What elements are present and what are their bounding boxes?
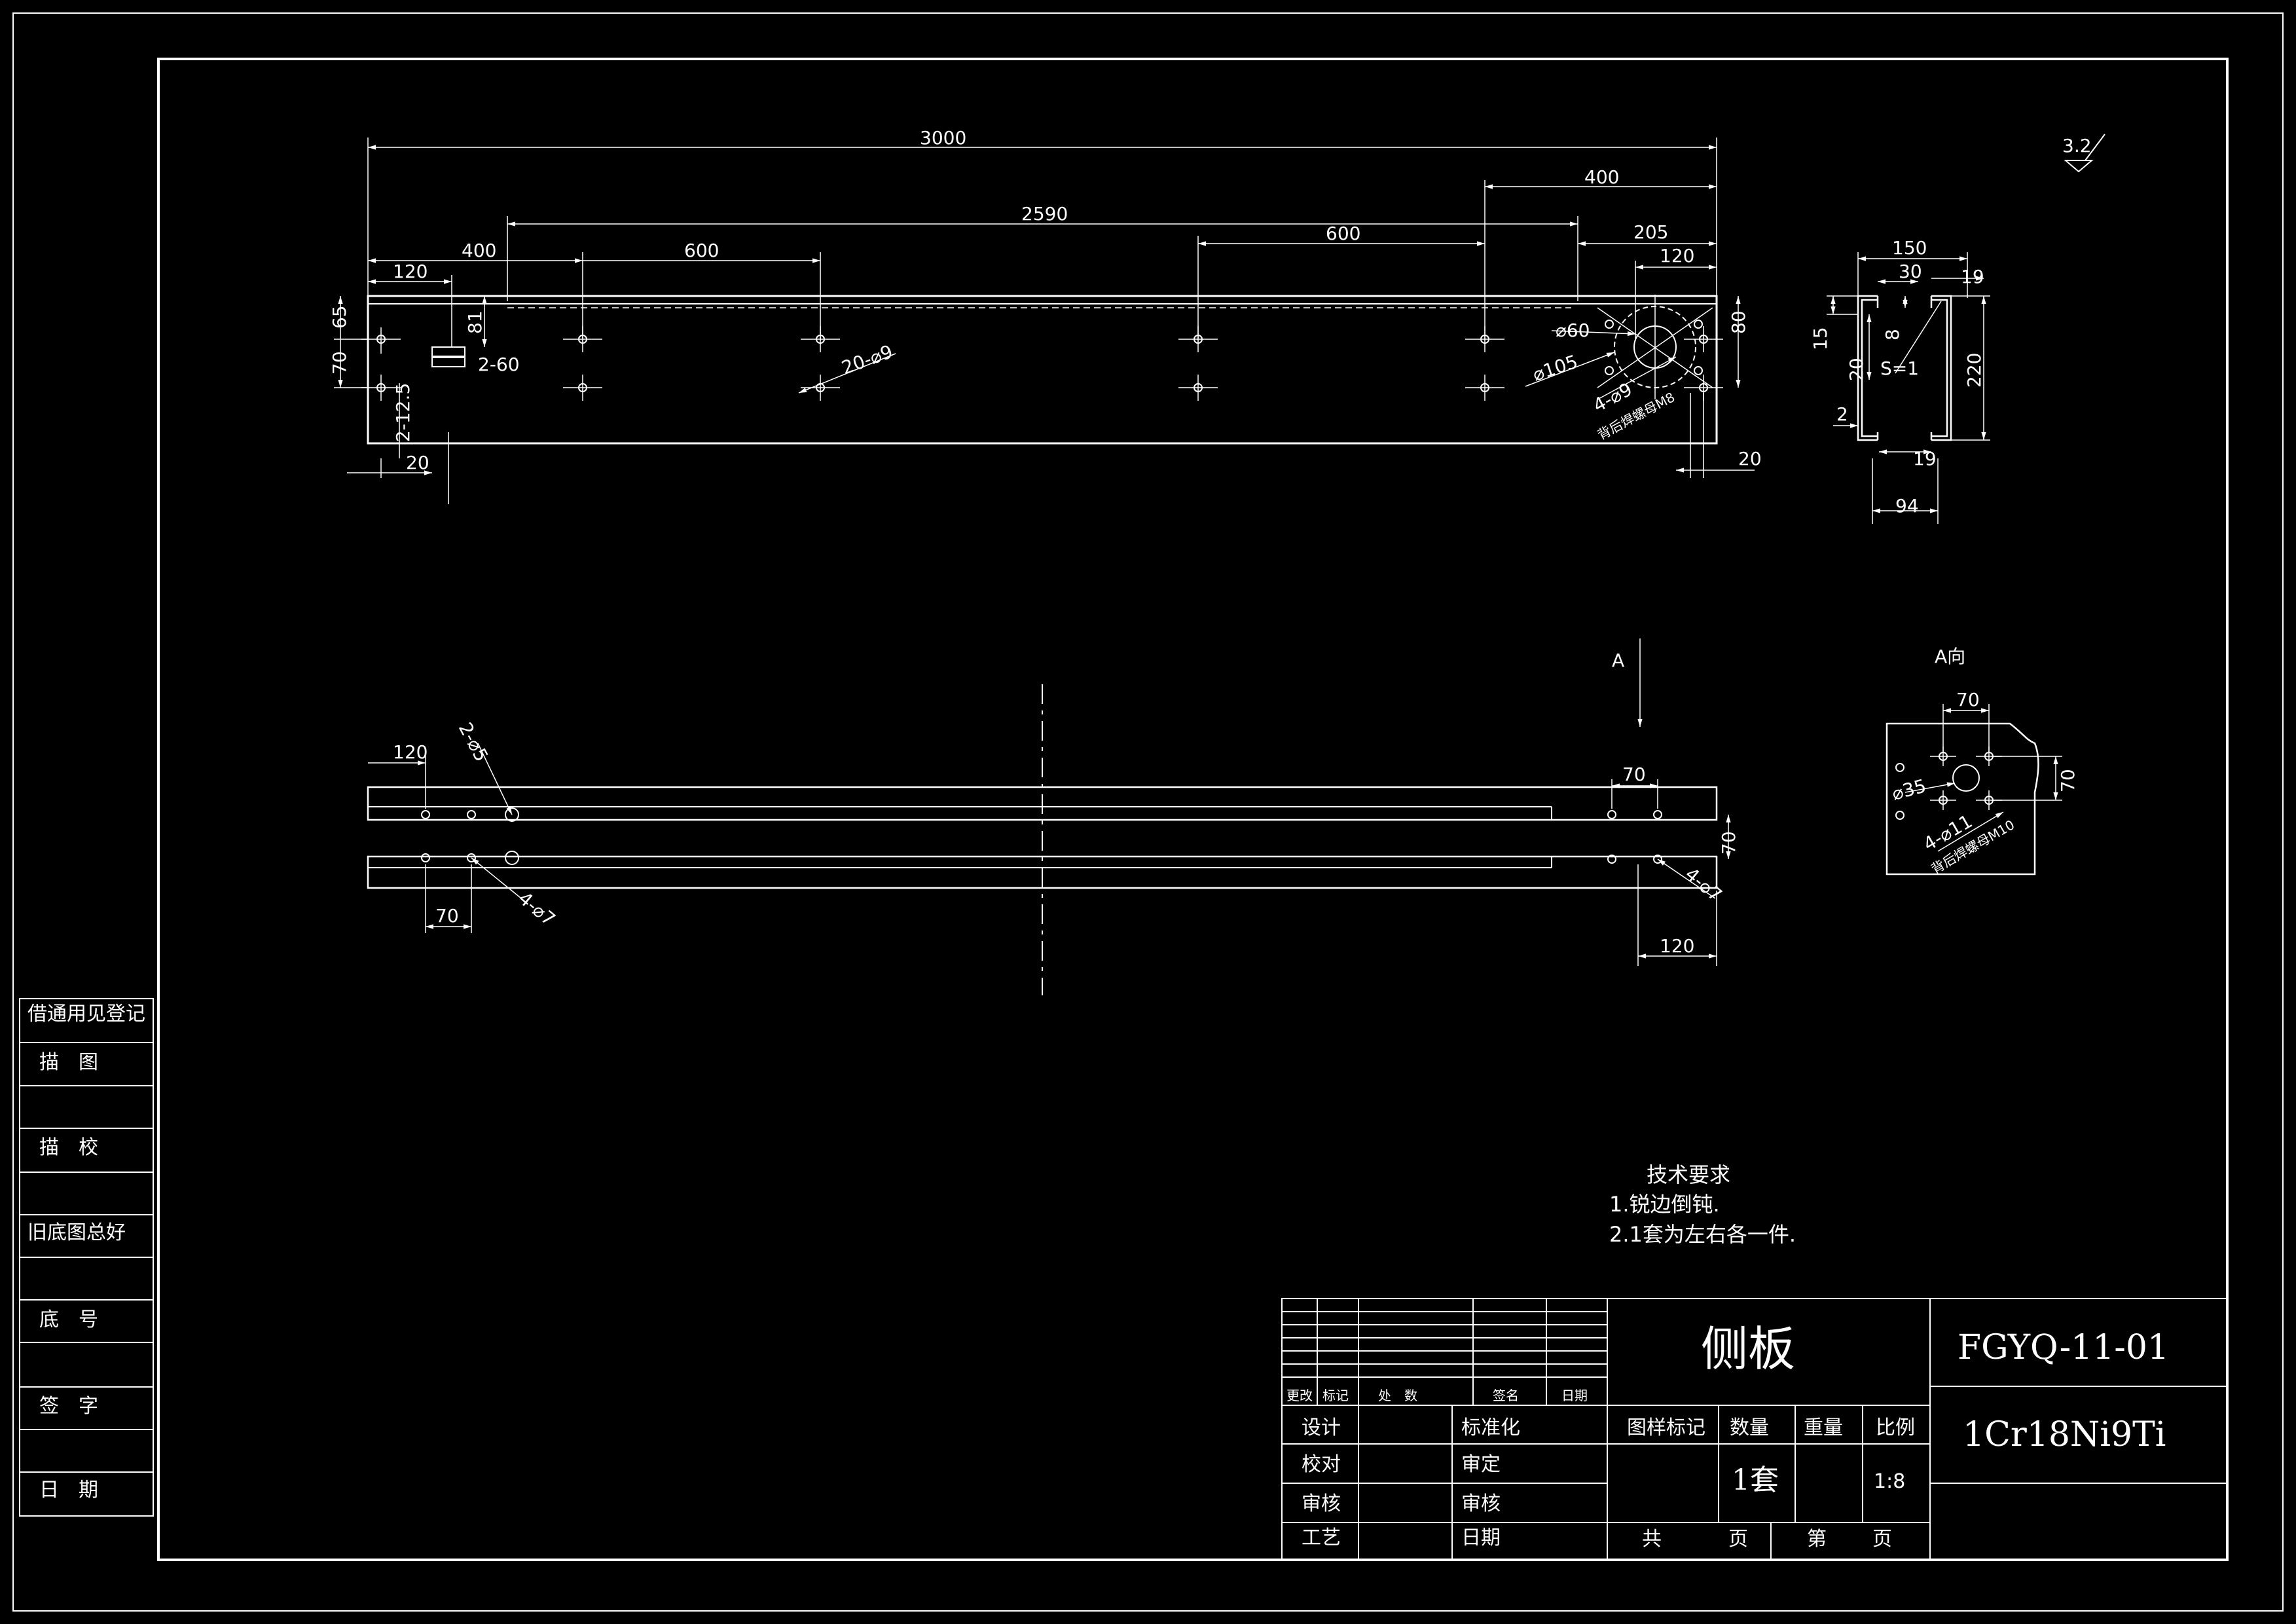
side-item-date: 日 期: [39, 1479, 98, 1502]
dim-600-right: 600: [1326, 223, 1360, 244]
side-item-borrow: 借通用见登记: [27, 1003, 145, 1025]
side-item-tracing: 描 图: [39, 1051, 98, 1074]
dim-80: 80: [1728, 310, 1749, 334]
lower-flange: [367, 855, 1718, 889]
tb-process: 工艺: [1302, 1526, 1341, 1549]
title-block: 更改 标记 处 数 签名 日期 设计 标准化 校对 审定 审核 审核 工艺 日期…: [1281, 1298, 2228, 1560]
tb-total-label: 共: [1642, 1528, 1662, 1551]
label-4-phi7-left: 4-⌀7: [515, 887, 560, 931]
dim-65: 65: [329, 305, 350, 329]
dim-120-left: 120: [393, 261, 428, 282]
dim-94: 94: [1895, 495, 1919, 517]
dim-2-60: 2-60: [478, 354, 520, 375]
label-4-phi7-right: 4-⌀7: [1681, 863, 1726, 906]
dim-70: 70: [329, 351, 350, 375]
dim-220: 220: [1963, 353, 1985, 388]
dim-70-a-top: 70: [1956, 689, 1980, 710]
tb-page-label-2: 页: [1872, 1528, 1892, 1551]
drawing-number: FGYQ-11-01: [1958, 1328, 2169, 1367]
tb-scale-value: 1:8: [1874, 1470, 1905, 1493]
tb-qty-value: 1套: [1732, 1464, 1779, 1497]
tb-qty-label: 数量: [1730, 1416, 1769, 1439]
outer-border: [12, 12, 2284, 1612]
dim-150: 150: [1892, 237, 1927, 259]
tech-req-item-2: 2.1套为左右各一件.: [1609, 1222, 1796, 1247]
view-arrow-a: A: [1612, 650, 1624, 671]
tech-req-heading: 技术要求: [1647, 1162, 1730, 1187]
rev-header-mark: 标记: [1322, 1388, 1349, 1403]
dim-70-bottom-right: 70: [1622, 764, 1646, 785]
side-item-old-base: 旧底图总好: [27, 1221, 126, 1244]
roughness-value: 3.2: [2062, 135, 2092, 157]
tb-standard: 标准化: [1461, 1416, 1520, 1439]
tb-date: 日期: [1461, 1526, 1501, 1549]
roughness-symbol: 3.2: [2062, 134, 2105, 173]
dim-120-bottom-right: 120: [1660, 935, 1694, 957]
dim-20-left: 20: [406, 452, 429, 473]
rev-header-change: 更改: [1286, 1388, 1313, 1403]
tb-review-2: 审核: [1461, 1492, 1501, 1515]
tb-review-1: 审核: [1302, 1492, 1341, 1515]
dim-120-bottom-left: 120: [393, 741, 428, 763]
dim-400-left: 400: [462, 240, 496, 261]
inner-border: [157, 58, 2229, 1561]
tb-approve: 审定: [1461, 1453, 1501, 1476]
side-plate-outline: [367, 295, 1718, 445]
a-view: A向 70 70 ⌀35 4-⌀11 背后焊螺母M10: [1886, 646, 2079, 877]
left-side-panel: 借通用见登记 描 图 描 校 旧底图总好 底 号 签 字 日 期: [19, 998, 154, 1517]
dim-8: 8: [1882, 329, 1903, 341]
label-2-phi5: 2-⌀5: [454, 719, 493, 766]
main-view: 3000 2590 400 400 600 600 205 120 120 65…: [329, 127, 1762, 504]
upper-flange: [367, 786, 1718, 821]
slot: [431, 346, 465, 357]
side-item-base-no: 底 号: [39, 1308, 98, 1331]
tb-page-label: 页: [1728, 1528, 1748, 1551]
label-phi60: ⌀60: [1556, 320, 1590, 341]
dim-2590: 2590: [1021, 203, 1068, 225]
rev-header-date: 日期: [1561, 1388, 1588, 1403]
tb-design: 设计: [1302, 1416, 1341, 1439]
tb-mark-label: 图样标记: [1627, 1416, 1705, 1439]
label-holes-20-phi9: 20-⌀9: [839, 341, 896, 379]
dim-2-12.5: 2-12.5: [392, 383, 414, 442]
tb-check: 校对: [1302, 1453, 1341, 1476]
dim-19-top: 19: [1961, 266, 1984, 287]
dim-120-right: 120: [1660, 245, 1694, 267]
dim-2: 2: [1836, 403, 1848, 425]
dim-70-bottom-vertical: 70: [1718, 831, 1740, 855]
label-phi35: ⌀35: [1889, 775, 1928, 804]
label-thickness: S=1: [1880, 358, 1919, 379]
dim-400-right: 400: [1584, 166, 1619, 188]
dim-15: 15: [1810, 327, 1831, 350]
side-item-trace-check: 描 校: [39, 1136, 98, 1159]
part-name: 侧板: [1701, 1321, 1795, 1376]
material: 1Cr18Ni9Ti: [1963, 1415, 2166, 1454]
dim-70-bottom-left: 70: [435, 905, 459, 927]
section-view: 150 30 19 15 8 20 S=1 220 2 19 94: [1810, 237, 1990, 524]
label-phi105: ⌀105: [1530, 351, 1580, 386]
tb-weight-label: 重量: [1804, 1416, 1843, 1439]
dim-20-right: 20: [1738, 448, 1762, 470]
dim-70-a-side: 70: [2057, 769, 2079, 792]
tech-req-item-1: 1.锐边倒钝.: [1609, 1192, 1720, 1217]
rev-header-count: 处 数: [1378, 1388, 1417, 1403]
tb-scale-label: 比例: [1876, 1416, 1915, 1439]
mounting-holes: [376, 306, 1708, 392]
dim-30: 30: [1899, 261, 1922, 282]
dim-600-left: 600: [684, 240, 719, 261]
rev-header-sign: 签名: [1493, 1388, 1519, 1403]
technical-requirements: 技术要求 1.锐边倒钝. 2.1套为左右各一件.: [1609, 1162, 1796, 1247]
dim-205: 205: [1633, 221, 1668, 243]
dim-81: 81: [464, 310, 486, 334]
dim-20-section: 20: [1846, 358, 1867, 381]
tb-nth-label: 第: [1807, 1528, 1827, 1551]
side-item-signature: 签 字: [39, 1395, 98, 1418]
bottom-view: A 120 2-⌀5 70 4-⌀7 70 70 4-⌀7 120: [367, 638, 1740, 995]
a-view-title: A向: [1935, 646, 1965, 667]
dim-3000: 3000: [920, 127, 966, 149]
dim-19-bottom: 19: [1913, 448, 1937, 470]
